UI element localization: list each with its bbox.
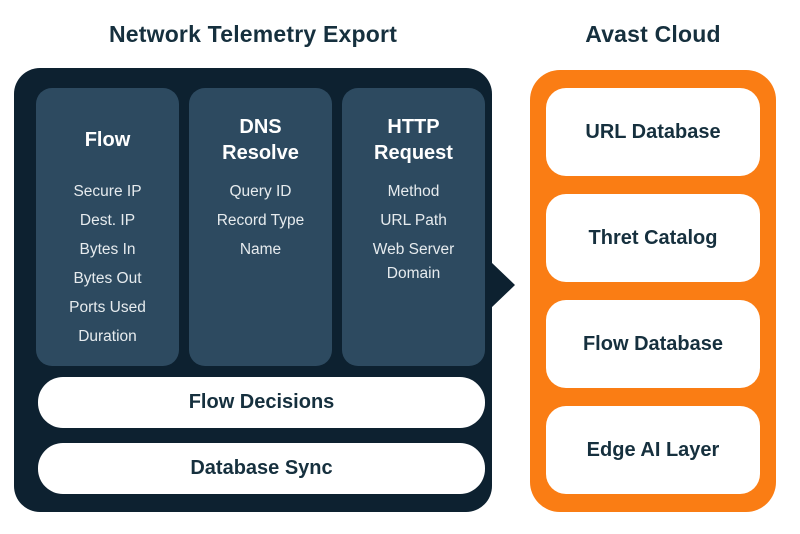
column-item: Record Type — [216, 212, 305, 230]
telemetry-panel-title: Network Telemetry Export — [108, 21, 398, 47]
column-title: HTTP Request — [374, 116, 453, 164]
column-item: Bytes In — [79, 241, 136, 259]
database-sync-bar: Database Sync — [38, 443, 485, 494]
column-item: Ports Used — [69, 299, 146, 317]
cloud-box: Edge AI Layer — [546, 406, 760, 494]
cloud-panel-title: Avast Cloud — [585, 21, 721, 47]
column-item: Bytes Out — [73, 270, 142, 288]
cloud-box: URL Database — [546, 88, 760, 176]
flow-arrow-icon — [491, 262, 515, 308]
cloud-box: Thret Catalog — [546, 194, 760, 282]
column-item: Web Server Domain — [372, 241, 455, 283]
column-item: Secure IP — [73, 183, 142, 200]
column-title: Flow — [84, 129, 131, 151]
column-item: Query ID — [229, 183, 292, 200]
column-item: Duration — [78, 328, 137, 346]
column-item: Name — [239, 241, 282, 259]
column-item: URL Path — [380, 212, 447, 230]
column-item: Method — [387, 183, 440, 200]
flow-decisions-bar: Flow Decisions — [38, 377, 485, 428]
column-title: DNS Resolve — [222, 116, 299, 164]
column-item: Dest. IP — [79, 212, 136, 230]
cloud-box: Flow Database — [546, 300, 760, 388]
